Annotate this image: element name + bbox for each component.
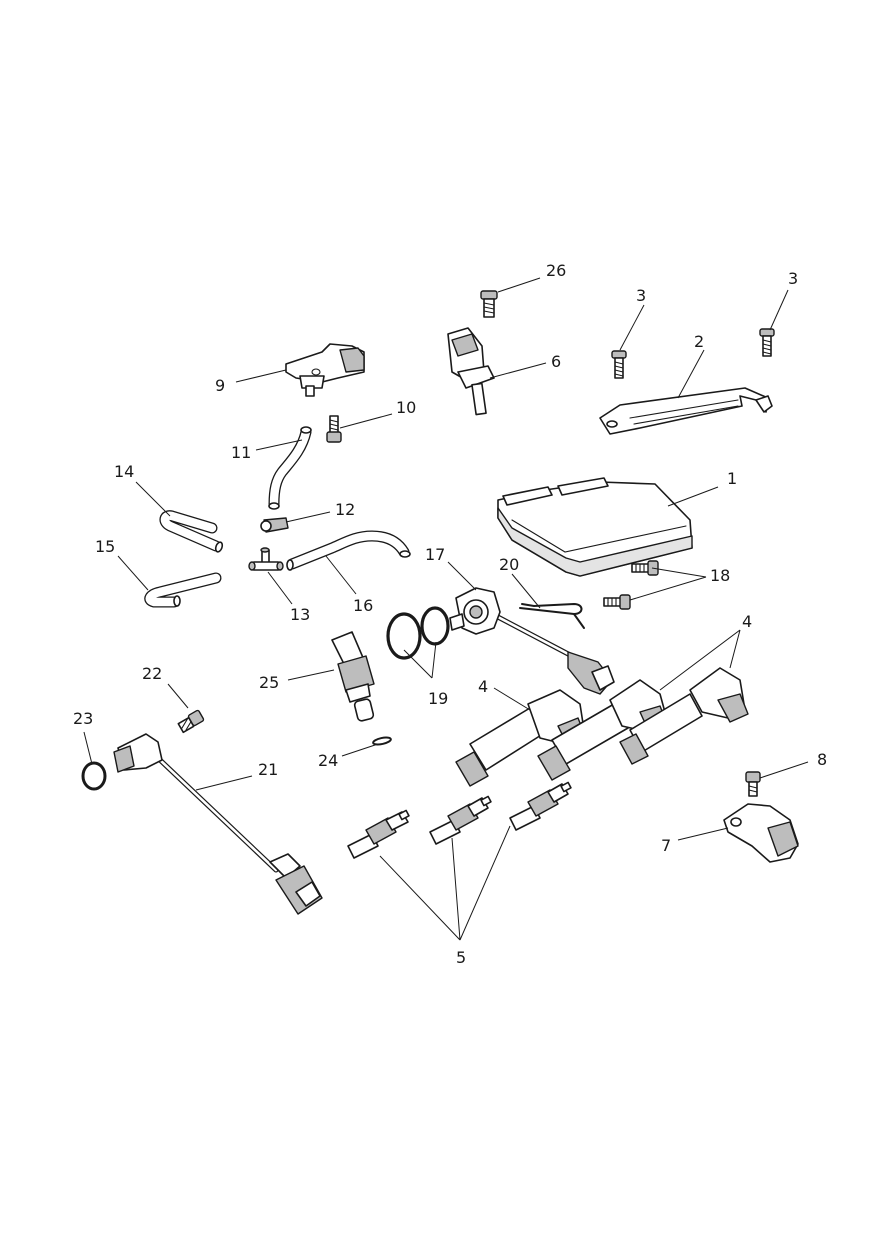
callout-8: 8 — [817, 750, 827, 769]
callout-20: 20 — [499, 555, 519, 574]
temperature-sensor — [447, 327, 495, 416]
ecu-screw-lower — [603, 594, 631, 610]
sealing-ring — [81, 761, 107, 791]
callout-24: 24 — [318, 751, 338, 770]
callout-10: 10 — [396, 398, 416, 417]
callout-6: 6 — [551, 352, 561, 371]
callout-2: 2 — [694, 332, 704, 351]
ecu-screw-upper — [631, 560, 659, 576]
o-ring-small — [420, 606, 450, 646]
hose-t-piece — [248, 547, 284, 571]
spark-plug-3 — [509, 781, 572, 831]
hose-15 — [144, 572, 222, 608]
vacuum-hose — [268, 426, 312, 510]
callout-labels: 1 2 3 3 4 4 5 6 7 8 9 10 11 12 13 14 15 … — [73, 261, 827, 967]
hose-16 — [286, 530, 411, 571]
callout-16: 16 — [353, 596, 373, 615]
sensor-bolt-26 — [480, 290, 498, 318]
callout-4-right: 4 — [742, 612, 752, 631]
cam-sensor-bolt — [745, 771, 761, 797]
map-sensor — [285, 343, 365, 397]
fuel-injector-3 — [619, 667, 749, 765]
callout-3-right: 3 — [788, 269, 798, 288]
callout-9: 9 — [215, 376, 225, 395]
callout-22: 22 — [142, 664, 162, 683]
callout-11: 11 — [231, 443, 251, 462]
callout-25: 25 — [259, 673, 279, 692]
crank-position-sensor — [113, 733, 323, 915]
callout-17: 17 — [425, 545, 445, 564]
callout-15: 15 — [95, 537, 115, 556]
bracket-bolt-left — [611, 350, 627, 379]
spark-plug-1 — [347, 809, 410, 859]
callout-14: 14 — [114, 462, 134, 481]
callout-26: 26 — [546, 261, 566, 280]
crank-sensor-bolt — [177, 709, 205, 734]
callout-3-left: 3 — [636, 286, 646, 305]
ecu-module — [497, 477, 693, 577]
callout-4-left: 4 — [478, 677, 488, 696]
callout-23: 23 — [73, 709, 93, 728]
map-sensor-bolt — [326, 415, 342, 443]
callout-19: 19 — [428, 689, 448, 708]
retaining-clip — [519, 602, 585, 629]
callout-18: 18 — [710, 566, 730, 585]
callout-21: 21 — [258, 760, 278, 779]
spark-plug-2 — [429, 795, 492, 845]
leader-lines — [83, 277, 809, 941]
callout-5: 5 — [456, 948, 466, 967]
throttle-position-sensor — [449, 587, 615, 695]
callout-12: 12 — [335, 500, 355, 519]
hose-14 — [159, 510, 224, 553]
coolant-sensor — [331, 631, 375, 722]
hose-clip — [260, 517, 289, 533]
ecu-bracket — [599, 387, 773, 435]
cam-position-sensor — [723, 803, 799, 863]
callout-1: 1 — [727, 469, 737, 488]
callout-13: 13 — [290, 605, 310, 624]
small-o-ring — [372, 736, 392, 746]
callout-7: 7 — [661, 836, 671, 855]
bracket-bolt-right — [759, 328, 775, 357]
o-ring-large — [386, 612, 422, 660]
